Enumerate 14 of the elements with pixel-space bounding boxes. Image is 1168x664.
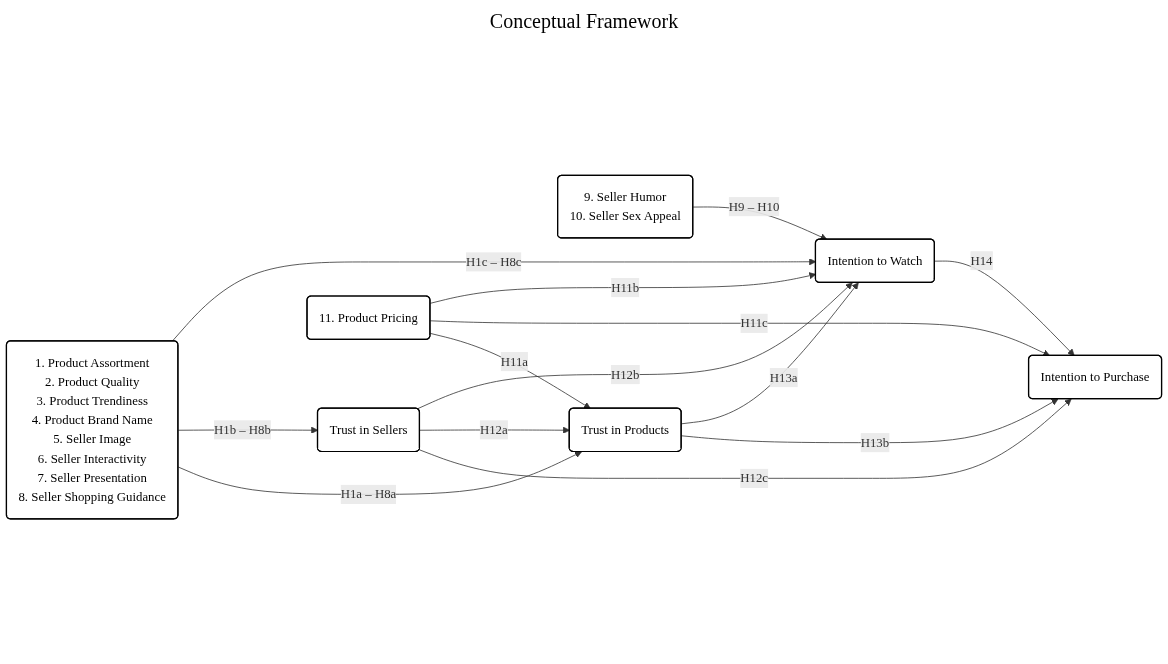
- edge-label: H13a: [769, 370, 798, 384]
- edge-label: H14: [970, 253, 993, 268]
- edge-label: H12b: [610, 367, 640, 381]
- edge-label: H13b: [860, 435, 890, 449]
- edge-label: H11c: [740, 315, 768, 330]
- diagram-title: Conceptual Framework: [488, 10, 680, 33]
- edge-label: H12a: [479, 422, 508, 437]
- edge-label: H12c: [740, 471, 768, 485]
- edge-label: H9 – H10: [728, 199, 780, 213]
- edge-label: H11b: [611, 280, 640, 294]
- edge-label: H1b – H8b: [213, 422, 271, 437]
- edge-label: H11a: [500, 354, 528, 368]
- edge-label: H1a – H8a: [340, 487, 397, 501]
- edge-label: H1c – H8c: [466, 254, 522, 269]
